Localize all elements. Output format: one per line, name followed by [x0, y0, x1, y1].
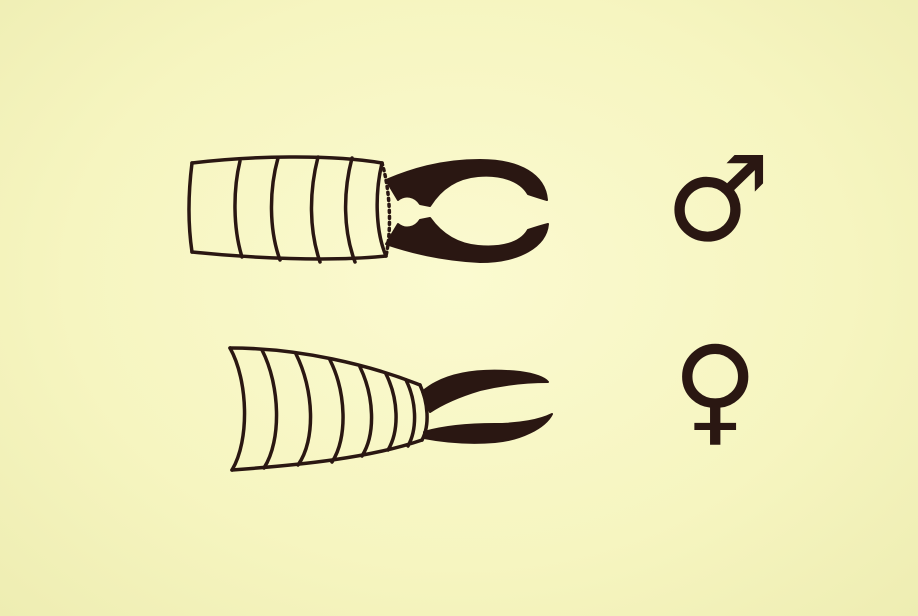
- female-symbol-icon: ♀: [672, 330, 758, 448]
- female-abdomen: [230, 348, 427, 470]
- male-symbol-icon: ♂: [665, 140, 771, 258]
- male-forceps: [386, 160, 548, 262]
- male-abdomen: [189, 157, 389, 262]
- female-forceps: [422, 371, 552, 443]
